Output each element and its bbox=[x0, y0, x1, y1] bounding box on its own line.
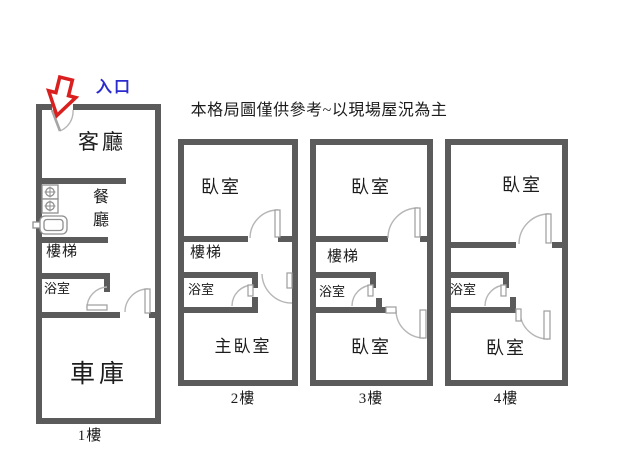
floor3-walls bbox=[310, 139, 433, 386]
kitchen-fixtures bbox=[32, 184, 68, 235]
floor1-walls bbox=[36, 104, 161, 424]
floor3-stairs-label: 樓梯 bbox=[327, 249, 360, 265]
floor3-bedroom-bottom-label: 臥室 bbox=[351, 337, 391, 357]
floor3-bath-label: 浴室 bbox=[319, 284, 346, 299]
entrance-arrow-icon bbox=[45, 74, 80, 119]
floor2-walls bbox=[178, 139, 298, 386]
entrance-door-icon bbox=[50, 109, 74, 132]
floor3-hall-door-icon bbox=[385, 306, 427, 339]
floor3-bath-door-icon bbox=[351, 284, 374, 307]
floor2-master-bedroom-label: 主臥室 bbox=[214, 337, 272, 356]
floor2-bedroom-door-icon bbox=[249, 209, 281, 239]
floor4-bedroom-bottom-label: 臥室 bbox=[486, 338, 526, 358]
floor1-bath-door-icon bbox=[86, 286, 108, 311]
floor1-garage-label: 車庫 bbox=[69, 361, 129, 388]
floor4-name: 4樓 bbox=[493, 391, 519, 407]
doors-layer bbox=[50, 109, 552, 340]
disclaimer-title: 本格局圖僅供參考~以現場屋況為主 bbox=[190, 102, 448, 119]
floor3-name: 3樓 bbox=[358, 391, 384, 407]
floor4-bath-door-icon bbox=[484, 284, 507, 307]
floor4-hall-door-icon bbox=[515, 308, 551, 340]
floor1-living-label: 客廳 bbox=[78, 130, 126, 154]
floor3-bedroom-top-label: 臥室 bbox=[351, 177, 391, 197]
floor2-bath-label: 浴室 bbox=[188, 282, 215, 297]
sink-icon bbox=[32, 215, 68, 235]
floor1-stairs-label: 樓梯 bbox=[46, 244, 79, 260]
floor1-dining-label: 餐廳 bbox=[92, 189, 109, 230]
floor3-bedroom-door-icon bbox=[387, 207, 421, 239]
floor2-bath-door-icon bbox=[231, 284, 254, 307]
floor4-walls bbox=[445, 139, 568, 386]
floor1-hall-door-icon bbox=[124, 288, 151, 314]
floor2-name: 2樓 bbox=[230, 391, 256, 407]
floor4-bedroom-door-icon bbox=[518, 213, 552, 245]
floor2-stairs-label: 樓梯 bbox=[190, 245, 223, 261]
walls-layer bbox=[36, 104, 568, 424]
floor4-bath-label: 浴室 bbox=[450, 282, 477, 297]
floor1-bath-label: 浴室 bbox=[44, 281, 71, 296]
floor1-name: 1樓 bbox=[77, 428, 103, 444]
floor2-bedroom-label: 臥室 bbox=[201, 177, 241, 197]
entrance-label: 入口 bbox=[96, 79, 133, 96]
floor2-hall-door-icon bbox=[261, 272, 293, 304]
floor4-bedroom-top-label: 臥室 bbox=[502, 175, 542, 195]
stove-icon bbox=[41, 184, 59, 214]
